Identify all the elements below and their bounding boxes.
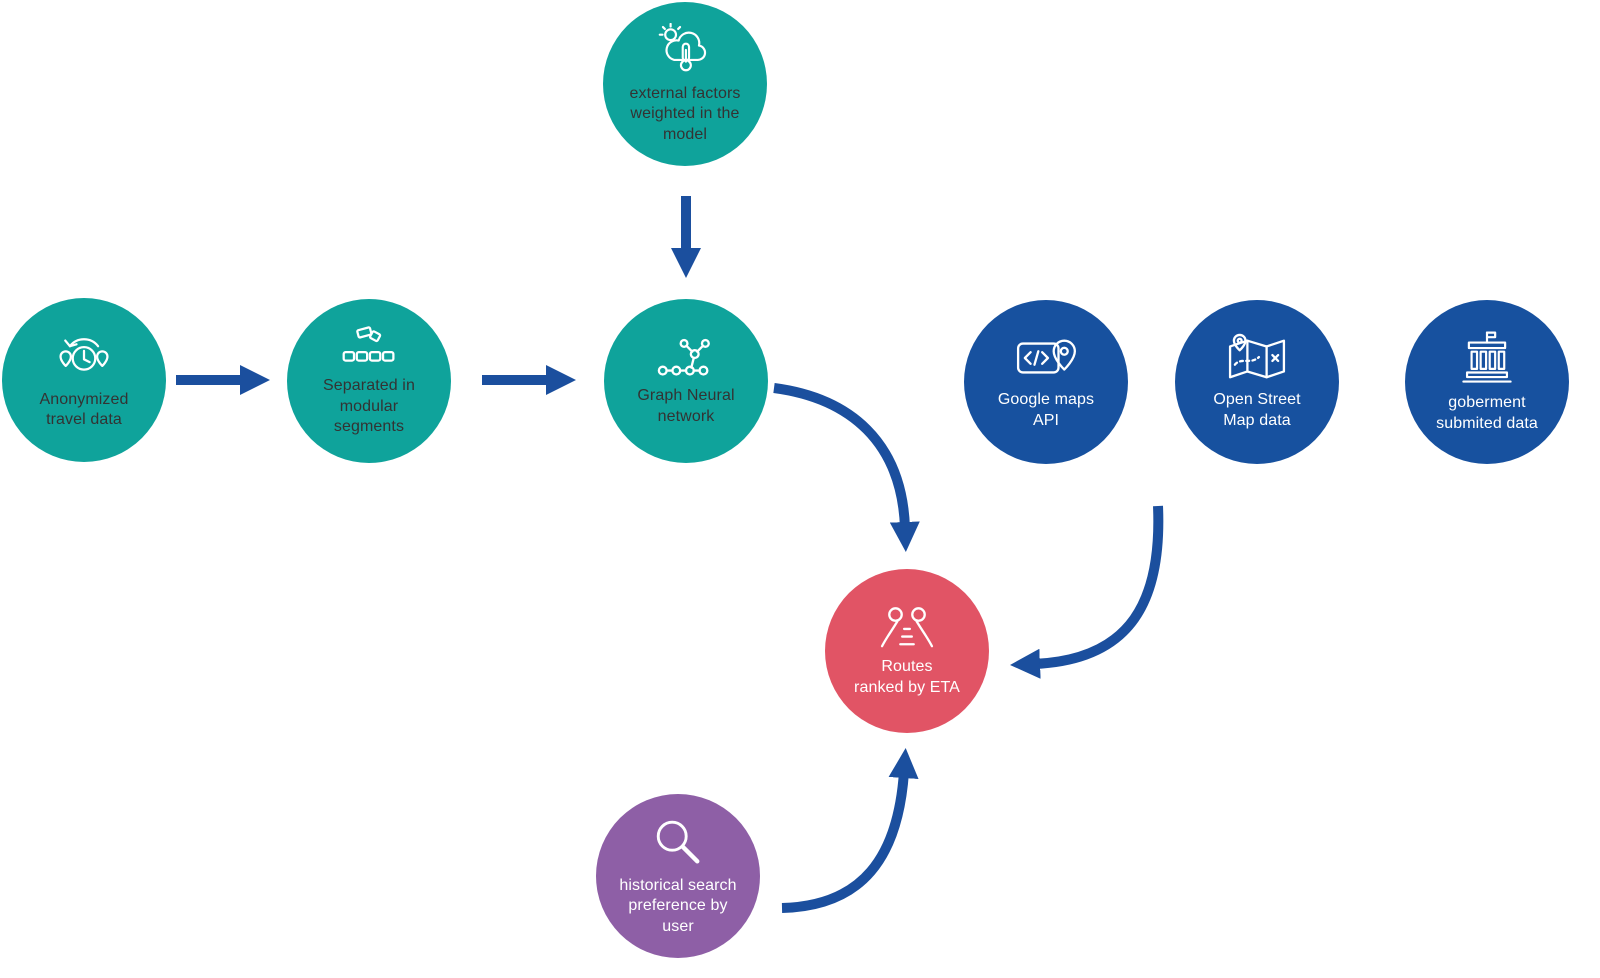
node-separated-modular-segments: Separated in modular segments [287, 299, 451, 463]
node-label: Google maps API [997, 391, 1095, 429]
modular-segments-icon [339, 324, 399, 369]
map-code-pin-icon [1015, 333, 1077, 383]
node-label: goberment submited data [1436, 394, 1538, 432]
node-label: Graph Neural network [637, 387, 735, 425]
node-label: external factors weighted in the model [629, 84, 741, 143]
graph-network-icon [655, 335, 717, 379]
node-label: Open Street Map data [1213, 391, 1301, 429]
weather-thermometer-icon [656, 22, 714, 77]
node-graph-neural-network: Graph Neural network [604, 299, 768, 463]
travel-history-pins-icon [54, 330, 114, 383]
folded-map-icon [1226, 333, 1288, 383]
arrow-historical-to-routes [781, 748, 919, 913]
node-historical-search-preference: historical search preference by user [596, 794, 760, 958]
arrow-gnn-to-routes [773, 383, 920, 552]
node-goberment-submited-data: goberment submited data [1405, 300, 1569, 464]
search-icon [651, 815, 705, 869]
node-label: Anonymized travel data [39, 390, 129, 428]
arrow-osm-to-routes [1010, 505, 1164, 679]
node-external-factors: external factors weighted in the model [603, 2, 767, 166]
node-open-street-map-data: Open Street Map data [1175, 300, 1339, 464]
node-anonymized-travel-data: Anonymized travel data [2, 298, 166, 462]
node-routes-ranked-by-eta: Routes ranked by ETA [825, 569, 989, 733]
node-google-maps-api: Google maps API [964, 300, 1128, 464]
routes-road-icon [876, 604, 938, 650]
government-building-icon [1458, 330, 1516, 386]
node-label: Separated in modular segments [323, 377, 415, 436]
node-label: Routes ranked by ETA [854, 658, 960, 696]
node-label: historical search preference by user [619, 876, 737, 935]
